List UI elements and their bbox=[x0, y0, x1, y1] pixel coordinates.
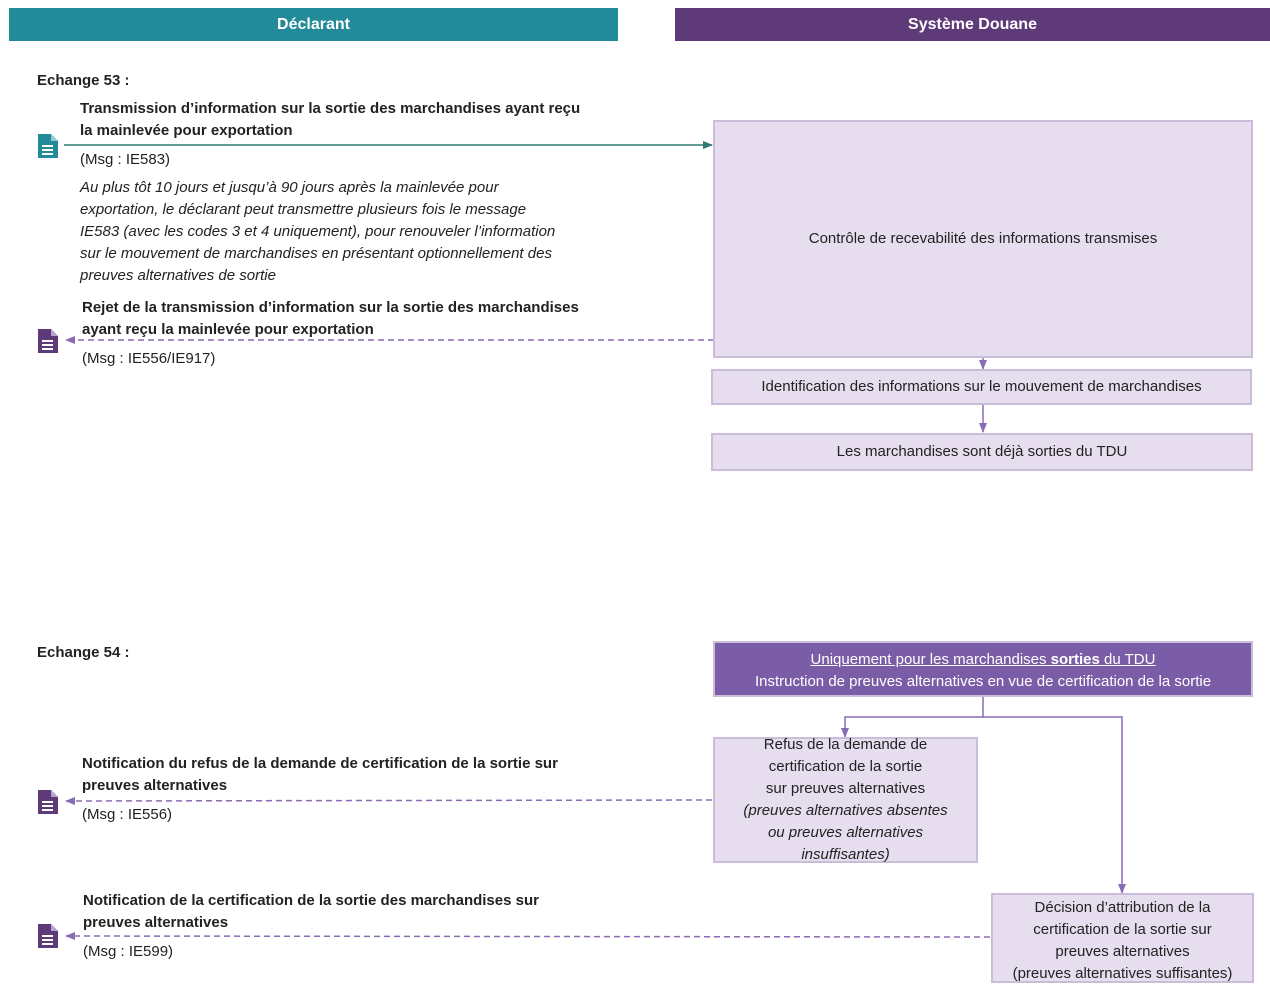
cert-notif-line1: Notification de la certification de la s… bbox=[83, 892, 539, 909]
cert-notif-arrow bbox=[65, 932, 991, 941]
note-line4: sur le mouvement de marchandises en prés… bbox=[80, 245, 552, 262]
sorties-text: Les marchandises sont déjà sorties du TD… bbox=[836, 443, 1128, 460]
instruction-line2: Instruction de preuves alternatives en v… bbox=[754, 673, 1212, 690]
rejet-title-line2: ayant reçu la mainlevée pour exportation bbox=[82, 321, 374, 338]
rejet-msg: (Msg : IE556/IE917) bbox=[82, 350, 216, 367]
document-icon bbox=[38, 790, 58, 814]
refus-notif-arrow bbox=[65, 796, 713, 805]
cert-notif-line2: preuves alternatives bbox=[83, 914, 229, 931]
refus-box: Refus de la demande de certification de … bbox=[713, 736, 978, 863]
identification-box: Identification des informations sur le m… bbox=[711, 369, 1252, 405]
cert-msg: (Msg : IE599) bbox=[83, 943, 174, 960]
instruction-to-decision-arrow bbox=[983, 716, 1126, 894]
instruction-box: Uniquement pour les marchandises sorties… bbox=[713, 641, 1253, 697]
identification-text: Identification des informations sur le m… bbox=[761, 378, 1202, 395]
note-line5: preuves alternatives de sortie bbox=[80, 267, 276, 284]
note-line3: IE583 (avec les codes 3 et 4 uniquement)… bbox=[80, 223, 556, 240]
note-line2: exportation, le déclarant peut transmett… bbox=[80, 201, 527, 218]
sorties-box: Les marchandises sont déjà sorties du TD… bbox=[711, 433, 1253, 471]
systeme-douane-header: Système Douane bbox=[675, 8, 1270, 41]
echange-53-label: Echange 53 : bbox=[37, 72, 130, 89]
document-icon bbox=[38, 134, 58, 158]
refus-msg: (Msg : IE556) bbox=[82, 806, 173, 823]
document-icon bbox=[38, 924, 58, 948]
transmission-title-line1: Transmission d’information sur la sortie… bbox=[80, 100, 581, 117]
controle-recevabilite-box: Contrôle de recevabilité des information… bbox=[713, 120, 1253, 358]
decision-box: Décision d’attribution de la certificati… bbox=[991, 893, 1254, 983]
note-line1: Au plus tôt 10 jours et jusqu’à 90 jours… bbox=[80, 179, 499, 196]
document-icon bbox=[38, 329, 58, 353]
controle-recevabilite-text: Contrôle de recevabilité des information… bbox=[808, 230, 1158, 247]
transmission-title-line2: la mainlevée pour exportation bbox=[80, 122, 293, 139]
rejet-title-line1: Rejet de la transmission d’information s… bbox=[82, 299, 579, 316]
transmission-msg: (Msg : IE583) bbox=[80, 151, 171, 168]
instruction-line1: Uniquement pour les marchandises sorties… bbox=[810, 651, 1156, 668]
declarant-header: Déclarant bbox=[9, 8, 618, 41]
instruction-to-refus-arrow bbox=[841, 697, 984, 738]
echange-54-label: Echange 54 : bbox=[37, 644, 130, 661]
refus-notif-line2: preuves alternatives bbox=[82, 777, 228, 794]
refus-notif-line1: Notification du refus de la demande de c… bbox=[82, 755, 558, 772]
